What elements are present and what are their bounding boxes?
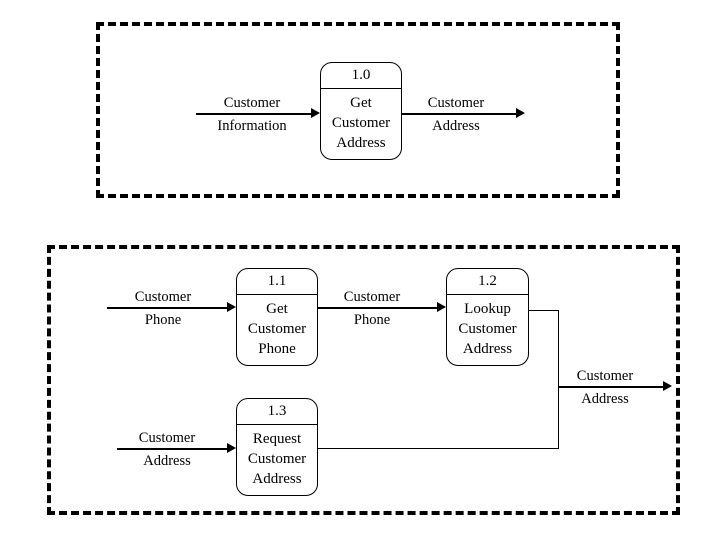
level-1-boundary (47, 245, 680, 515)
process-1-0[interactable]: 1.0 Get Customer Address (320, 62, 402, 160)
flow-customer-information-arrowhead (311, 108, 320, 118)
process-1-1-name: Get Customer Phone (237, 295, 317, 365)
process-1-1[interactable]: 1.1 Get Customer Phone (236, 268, 318, 366)
connector-merge-vertical (558, 310, 559, 449)
process-1-1-name-line1: Get (266, 301, 288, 318)
process-1-2-name: Lookup Customer Address (447, 295, 528, 365)
flow-customer-phone-mid-label-line1: Customer (343, 289, 401, 305)
flow-customer-phone-in-label-line1: Customer (134, 289, 192, 305)
process-1-1-name-line3: Phone (258, 340, 296, 357)
flow-customer-address-out-label-below: Address (432, 116, 480, 137)
flow-customer-address-result-label-line2: Address (581, 391, 629, 407)
flow-customer-phone-mid-label-line2: Phone (353, 312, 391, 328)
process-1-3-id: 1.3 (237, 399, 317, 425)
flow-customer-phone-in-label-line2: Phone (144, 312, 182, 328)
flow-customer-address-in-label-line1: Customer (138, 430, 196, 446)
flow-customer-information-label: Customer (224, 93, 280, 114)
connector-process-1-3-to-merge (318, 448, 559, 449)
flow-customer-phone-in-label-below: Phone (145, 310, 181, 331)
process-1-2-name-line3: Address (462, 340, 513, 357)
process-1-3-name-line3: Address (252, 470, 302, 487)
process-1-0-name: Get Customer Address (321, 89, 401, 159)
flow-customer-address-result-label: Customer (577, 366, 633, 387)
flow-customer-phone-in-label: Customer (135, 287, 191, 308)
flow-customer-address-out-arrowhead (516, 108, 525, 118)
flow-customer-address-in-arrowhead (227, 443, 236, 453)
flow-customer-information-label-below: Information (217, 116, 286, 137)
process-1-3-name: Request Customer Address (237, 425, 317, 495)
flow-customer-address-out-label: Customer (428, 93, 484, 114)
process-1-3[interactable]: 1.3 Request Customer Address (236, 398, 318, 496)
flow-customer-address-result-label-below: Address (581, 389, 629, 410)
flow-customer-phone-mid-label-below: Phone (354, 310, 390, 331)
process-1-0-name-line2: Customer (331, 115, 391, 132)
process-1-3-name-line1: Request (252, 431, 302, 448)
flow-customer-information-label-line1: Customer (223, 95, 281, 111)
context-level-boundary (96, 22, 620, 198)
process-1-0-id: 1.0 (321, 63, 401, 89)
process-1-2[interactable]: 1.2 Lookup Customer Address (446, 268, 529, 366)
process-1-0-name-line1: Get (350, 95, 372, 112)
flow-customer-phone-mid-label: Customer (344, 287, 400, 308)
flow-customer-address-result-label-line1: Customer (576, 368, 634, 384)
connector-process-1-2-to-merge (529, 310, 559, 311)
flow-customer-address-result-arrowhead (663, 381, 672, 391)
flow-customer-phone-in-arrowhead (227, 302, 236, 312)
flow-customer-address-in-label-below: Address (143, 451, 191, 472)
process-1-1-name-line2: Customer (247, 321, 307, 338)
flow-customer-information-label-line2: Information (217, 118, 287, 134)
process-1-2-id: 1.2 (447, 269, 528, 295)
flow-customer-address-out-line (402, 113, 516, 115)
flow-customer-phone-in-line (107, 307, 227, 309)
flow-customer-address-in-label: Customer (139, 428, 195, 449)
process-1-3-name-line2: Customer (247, 451, 307, 468)
flow-customer-address-in-line (117, 448, 227, 450)
process-1-0-name-line3: Address (336, 134, 386, 151)
flow-customer-information-line (196, 113, 311, 115)
flow-customer-address-result-line (558, 386, 663, 388)
flow-customer-phone-mid-arrowhead (437, 302, 446, 312)
flow-customer-address-out-label-line2: Address (432, 118, 480, 134)
process-1-2-name-line2: Customer (458, 321, 517, 338)
flow-customer-address-in-label-line2: Address (143, 453, 191, 469)
flow-customer-address-out-label-line1: Customer (427, 95, 485, 111)
flow-customer-phone-mid-line (318, 307, 437, 309)
process-1-1-id: 1.1 (237, 269, 317, 295)
process-1-2-name-line1: Lookup (464, 301, 511, 318)
